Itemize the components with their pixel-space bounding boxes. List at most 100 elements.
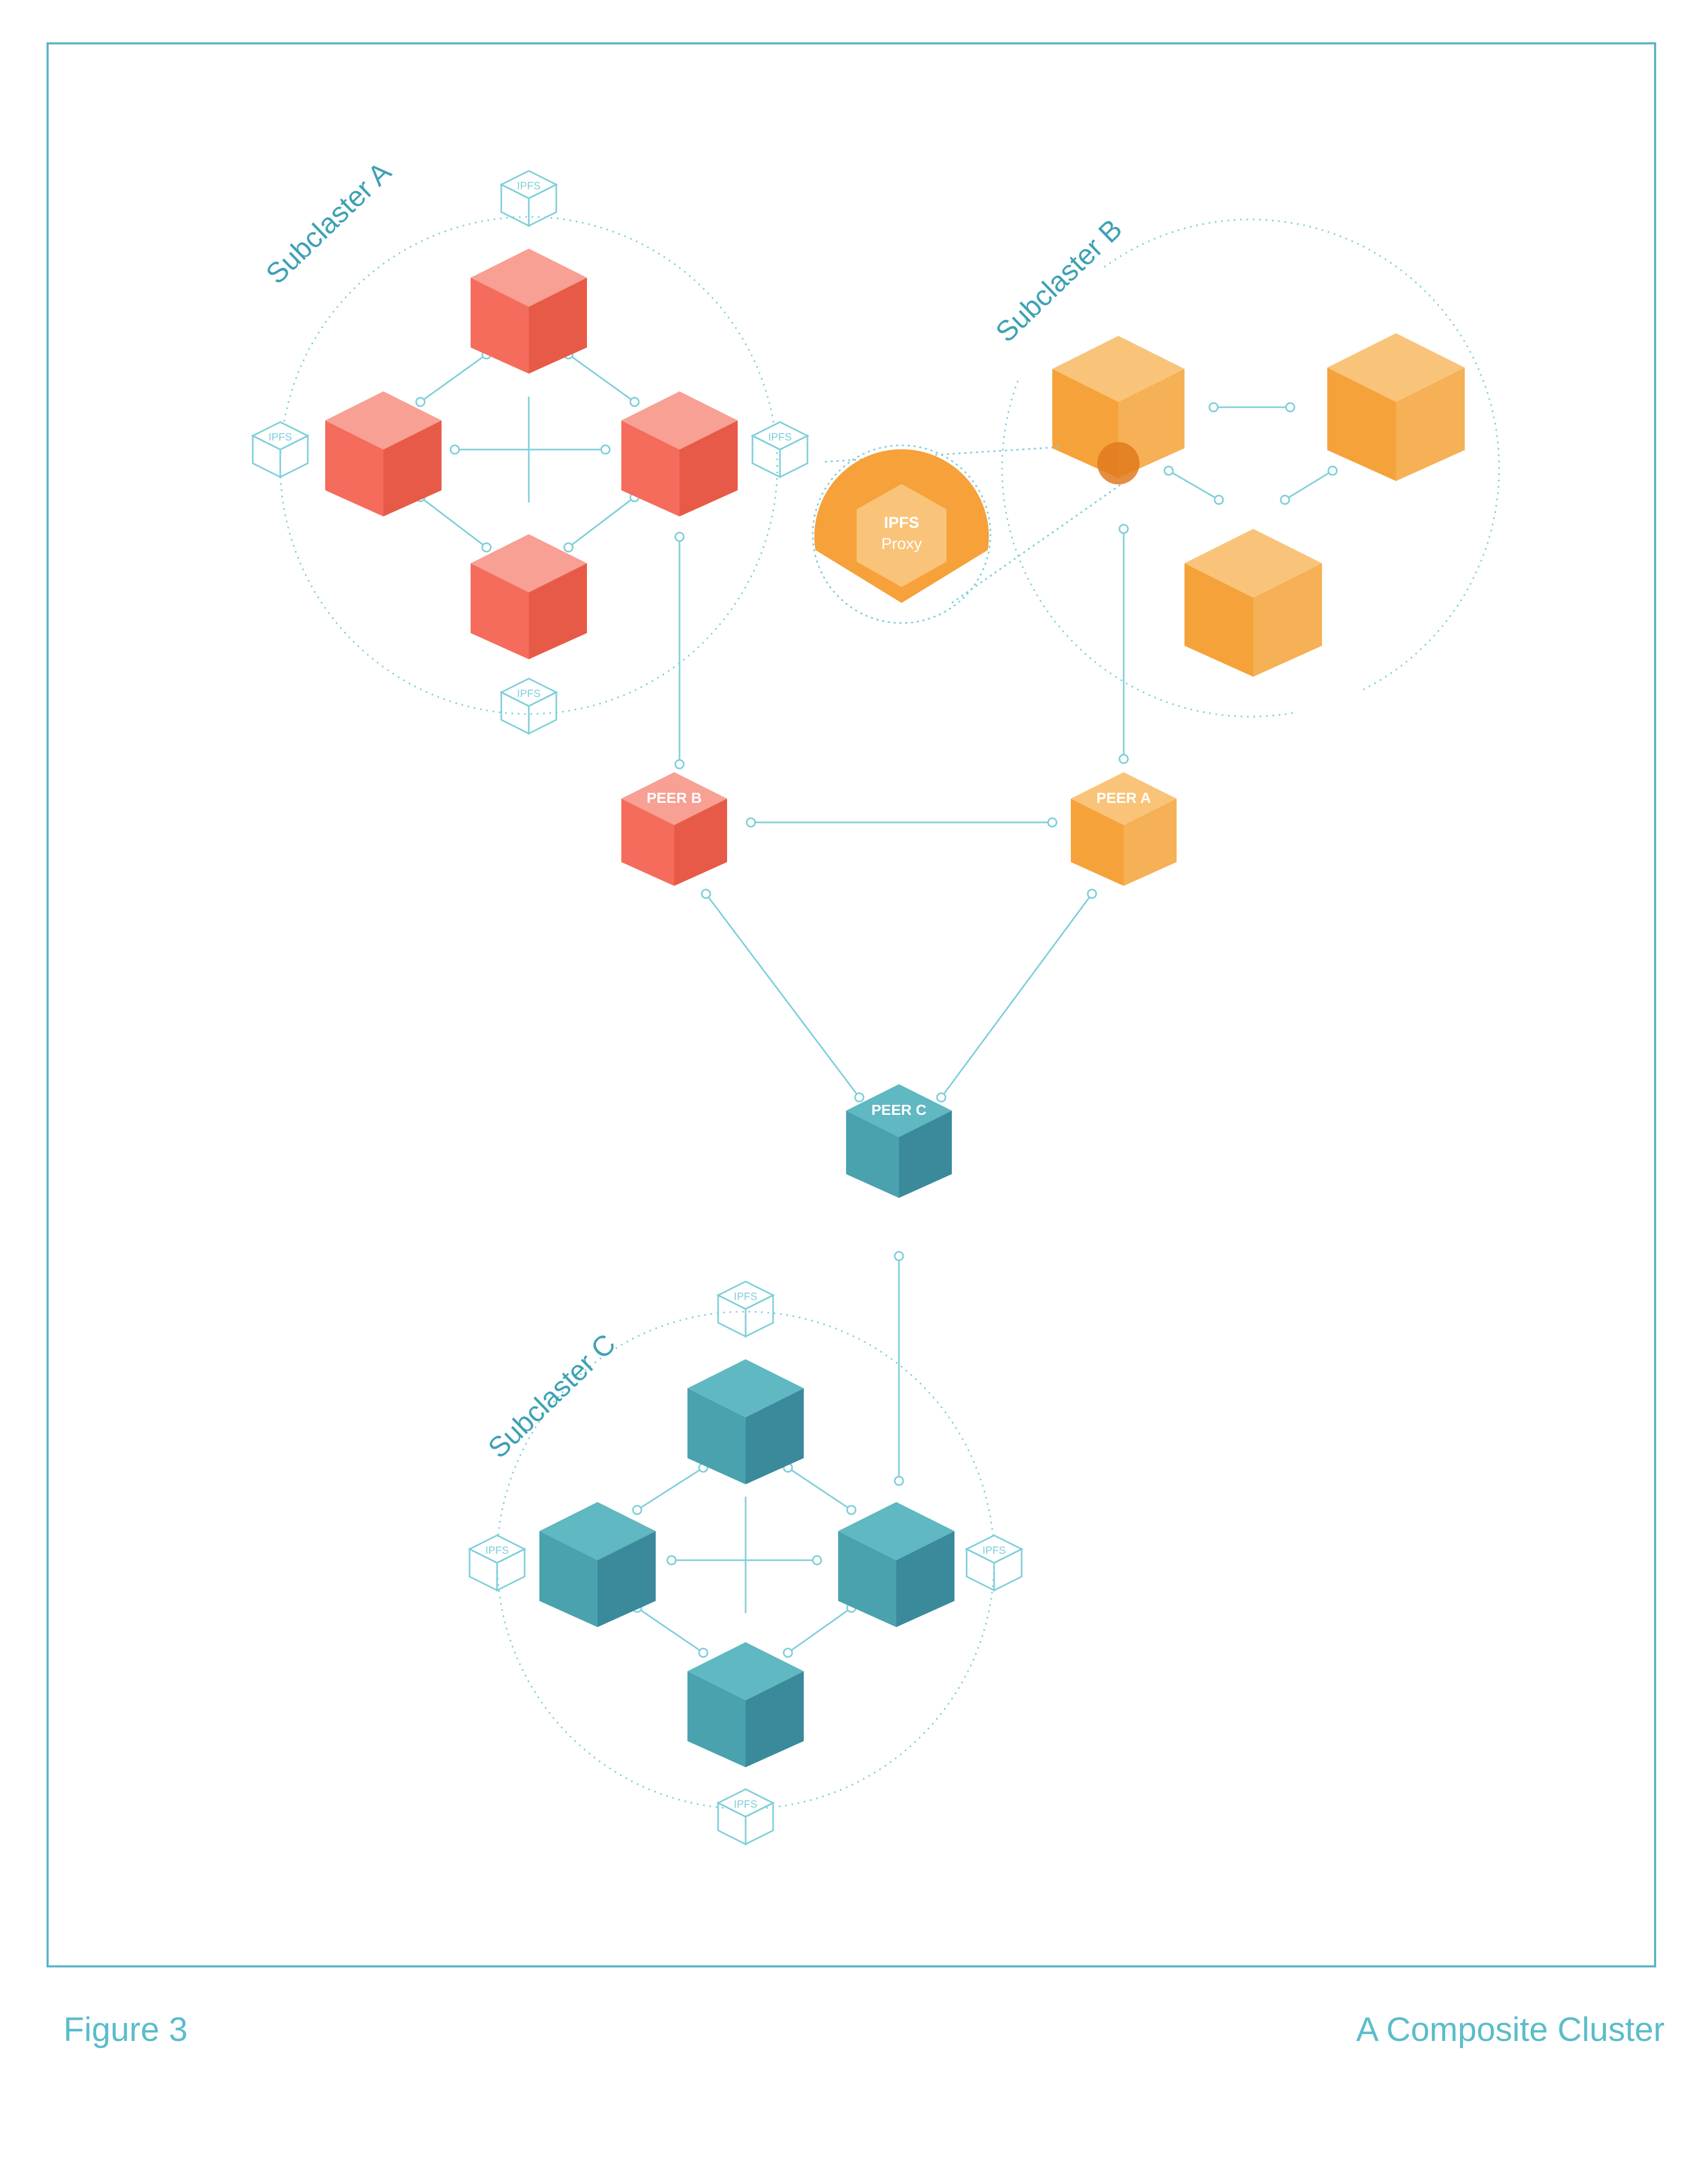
peer-a-cube-left — [1071, 799, 1124, 886]
peer-a-cube-label: PEER A — [1096, 790, 1151, 806]
proxy-callout-line-top — [824, 446, 1063, 463]
subcluster-c-node-right-left — [838, 1531, 896, 1627]
subcluster-a-ipfs-top: IPFS — [499, 170, 558, 227]
peer-c-cube-right — [899, 1111, 952, 1198]
figure-title: A Composite Cluster — [1356, 2010, 1665, 2048]
c-link-ne — [787, 1467, 852, 1511]
subcluster-b-node-right-right — [1396, 368, 1465, 481]
subcluster-a-ipfs-right-label: IPFS — [768, 432, 792, 443]
peer-b-to-peer-a-end-b — [1047, 817, 1058, 828]
subcluster-c-label: Subclaster C — [482, 1328, 622, 1464]
subcluster-c-node-top-right — [746, 1388, 804, 1485]
subcluster-a-node-bottom — [471, 534, 587, 660]
subcluster-a-ipfs-left: IPFS — [251, 421, 310, 479]
subcluster-c-ipfs-bottom-right — [745, 1801, 774, 1846]
subcluster-a-label: Subclaster A — [260, 156, 398, 290]
peer-b-to-peer-c-end-a — [701, 889, 711, 899]
subcluster-a-ipfs-left-label: IPFS — [269, 432, 292, 443]
c-link-se — [787, 1607, 852, 1654]
subcluster-a-ipfs-right: IPFS — [750, 421, 810, 479]
b-link-right-end-a — [1280, 495, 1290, 505]
subcluster-a-node-top-right — [529, 278, 587, 374]
c-link-nw — [637, 1467, 704, 1511]
a-link-sw-end-b — [481, 542, 492, 553]
subcluster-c-ipfs-bottom-label: IPFS — [734, 1799, 757, 1810]
subcluster-a-ipfs-bottom-label: IPFS — [517, 688, 540, 700]
subcluster-b-node-bottom-right — [1253, 563, 1322, 677]
peer-a-cube: PEER A — [1071, 772, 1177, 886]
peer-b-to-subcluster-a-end-a — [674, 532, 685, 542]
subcluster-a-node-bottom-left — [471, 563, 529, 660]
subcluster-b-ring-arc2 — [1001, 380, 1293, 718]
subcluster-a-node-bottom-right — [529, 563, 587, 660]
subcluster-c-node-bottom-left — [687, 1671, 746, 1768]
subcluster-c-node-bottom-right — [746, 1671, 804, 1768]
c-link-ne-end-b — [846, 1505, 857, 1515]
subcluster-a-node-left — [325, 391, 442, 517]
subcluster-c-node-left-left — [539, 1531, 598, 1627]
b-link-top-end-b — [1285, 402, 1296, 413]
b-link-top-end-a — [1208, 402, 1219, 413]
peer-b-to-subcluster-a-end-b — [674, 759, 685, 770]
ipfs-icons: IPFS IPFS IPFS IPFS IPFS IPFS IPFS IPFS — [251, 170, 1024, 1846]
a-link-se-end-a — [563, 542, 574, 553]
a-link-se — [568, 496, 635, 548]
a-link-ne-end-b — [629, 397, 640, 407]
b-link-left-end-b — [1214, 495, 1224, 505]
peer-a-to-peer-c-end-a — [1087, 889, 1097, 899]
subcluster-c-ipfs-top-right — [745, 1294, 774, 1338]
peer-c-to-subcluster-c-end-a — [894, 1251, 904, 1261]
subcluster-c-ipfs-left-label: IPFS — [485, 1545, 509, 1556]
peer-b-cube-right — [674, 799, 727, 886]
a-link-sw — [420, 496, 487, 548]
subcluster-c-node-left-right — [598, 1531, 656, 1627]
figure-frame — [47, 42, 1656, 1967]
peer-b-cube-label: PEER B — [647, 790, 702, 806]
subcluster-c-node-bottom — [687, 1642, 804, 1768]
proxy-hexagon — [857, 484, 947, 587]
subcluster-a-ipfs-right-right — [779, 434, 809, 479]
subcluster-b-node-right-left — [1327, 368, 1396, 481]
subcluster-a-ipfs-bottom-right — [528, 691, 557, 735]
peer-b-cube: PEER B — [621, 772, 727, 886]
subcluster-c-ipfs-left-right — [496, 1548, 526, 1592]
subcluster-c-ipfs-top: IPFS — [716, 1280, 775, 1338]
subcluster-c-ipfs-left: IPFS — [467, 1534, 527, 1592]
c-cross-h-end-b — [812, 1555, 822, 1565]
subcluster-a-ipfs-left-right — [279, 434, 309, 479]
c-link-sw — [637, 1607, 704, 1654]
c-link-se-end-a — [783, 1647, 793, 1658]
subcluster-a-node-left-right — [383, 420, 442, 517]
peer-b-to-peer-a-end-a — [746, 817, 756, 828]
subcluster-b-node-bottom-left — [1184, 563, 1253, 677]
subcluster-c-ipfs-bottom: IPFS — [716, 1788, 775, 1846]
subcluster-c-node-right — [838, 1502, 954, 1627]
subcluster-a-node-right-right — [679, 420, 738, 517]
peer-c-to-subcluster-c-end-b — [894, 1476, 904, 1486]
subcluster-a-node-left-left — [325, 420, 383, 517]
subcluster-c-ipfs-top-label: IPFS — [734, 1291, 757, 1303]
subcluster-a-ipfs-bottom: IPFS — [499, 677, 558, 735]
b-link-right — [1284, 470, 1333, 501]
c-cross-h-end-a — [666, 1555, 677, 1565]
a-link-nw-end-a — [415, 397, 426, 407]
peer-c-cube-label: PEER C — [871, 1102, 926, 1118]
subcluster-c-node-left — [539, 1502, 656, 1627]
peer-b-to-peer-c-end-b — [854, 1092, 865, 1103]
subcluster-c-node-top-left — [687, 1388, 746, 1485]
subcluster-a-ipfs-top-right — [528, 183, 557, 227]
subcluster-c-ipfs-right: IPFS — [965, 1534, 1024, 1592]
peer-a-to-subcluster-b-end-a — [1118, 524, 1129, 534]
proxy-callout-outline — [812, 444, 991, 624]
subcluster-a-node-top — [471, 249, 587, 374]
peer-a-to-peer-c-end-b — [936, 1092, 947, 1103]
subcluster-a-node-top-left — [471, 278, 529, 374]
b-link-right-end-b — [1327, 465, 1338, 476]
b-link-left — [1168, 470, 1219, 501]
subcluster-b-label: Subclaster B — [990, 213, 1128, 349]
figure-number: Figure 3 — [63, 2010, 188, 2048]
subcluster-a-ipfs-top-label: IPFS — [517, 180, 540, 192]
subcluster-b-node-right — [1327, 333, 1465, 481]
subcluster-c-ipfs-right-right — [993, 1548, 1023, 1592]
